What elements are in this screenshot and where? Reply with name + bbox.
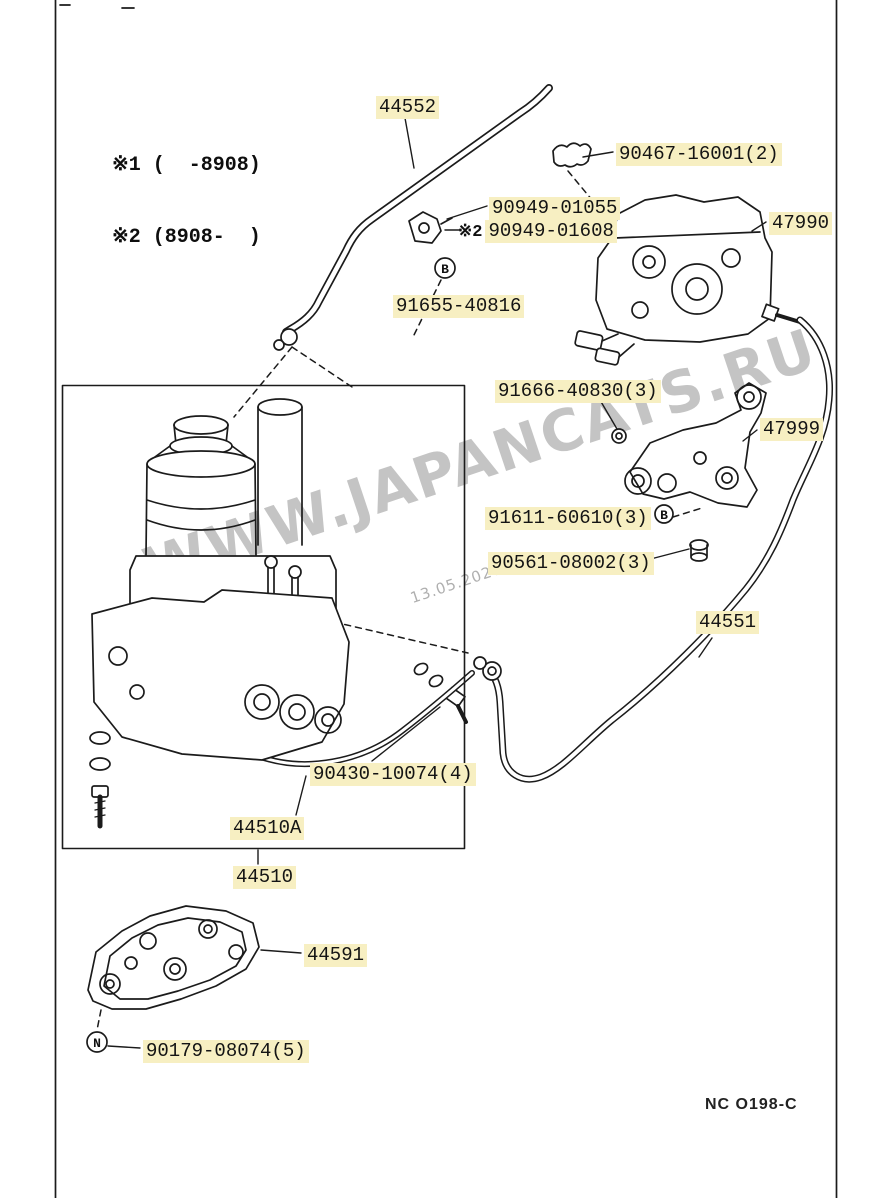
- nut-91666-drawing: [599, 399, 627, 444]
- part-number-90949-01608: 90949-01608: [485, 220, 617, 243]
- part-label-44551[interactable]: 44551: [696, 611, 760, 634]
- bracket-47999-drawing: [624, 382, 767, 508]
- part-label-44510[interactable]: 44510: [233, 866, 297, 889]
- note-legend: ※1 ( -8908) ※2 (8908- ): [112, 106, 261, 298]
- tube-44552-drawing: [233, 84, 553, 418]
- part-label-91666-40830[interactable]: 91666-40830(3): [495, 380, 661, 403]
- washers-bolt-drawing: [89, 731, 111, 829]
- svg-text:N: N: [93, 1036, 101, 1051]
- plate-code: NC O198-C: [705, 1096, 798, 1113]
- part-label-91655-40816[interactable]: 91655-40816: [393, 295, 525, 318]
- part-label-44510a[interactable]: 44510A: [230, 817, 305, 840]
- callout-n-90179: N: [86, 1031, 141, 1053]
- hose-44510a-drawing: [255, 670, 475, 816]
- part-label-90430-10074[interactable]: 90430-10074(4): [310, 763, 476, 786]
- part-label-47990[interactable]: 47990: [769, 212, 833, 235]
- part-label-90467-16001[interactable]: 90467-16001(2): [616, 143, 782, 166]
- callout-b-91655: B: [412, 257, 456, 338]
- note-legend-line1: ※1 ( -8908): [112, 154, 261, 177]
- svg-text:B: B: [441, 262, 449, 277]
- bracket-44591-drawing: [87, 905, 302, 1031]
- part-label-47999[interactable]: 47999: [760, 418, 824, 441]
- actuator-47990-drawing: [574, 194, 802, 366]
- abs-modulator-drawing: [91, 555, 350, 761]
- svg-text:B: B: [660, 508, 668, 523]
- cushion-90561-drawing: [642, 539, 709, 562]
- clamp-90949-drawing: [408, 205, 488, 244]
- part-label-90949-01608[interactable]: ※2 90949-01608: [458, 220, 617, 243]
- part-label-91611-60610[interactable]: 91611-60610(3): [485, 507, 651, 530]
- part-label-90561-08002[interactable]: 90561-08002(3): [488, 552, 654, 575]
- part-label-44591[interactable]: 44591: [304, 944, 368, 967]
- part-label-90949-01055[interactable]: 90949-01055: [489, 197, 621, 220]
- part-label-90179-08074[interactable]: 90179-08074(5): [143, 1040, 309, 1063]
- assembly-box-44510: [61, 384, 466, 865]
- part-label-44552[interactable]: 44552: [376, 96, 440, 119]
- page-frame: [54, 0, 838, 1198]
- callout-b-91611: B: [654, 504, 703, 524]
- note-marker-2: ※2: [458, 223, 483, 242]
- note-legend-line2: ※2 (8908- ): [112, 226, 261, 249]
